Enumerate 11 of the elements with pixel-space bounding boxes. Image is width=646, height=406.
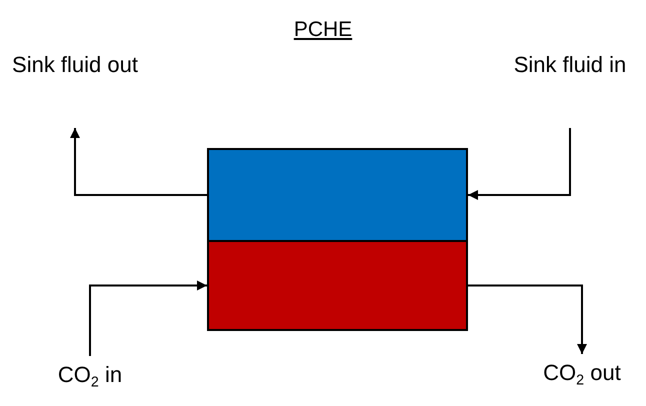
flow-label: CO$_{2}$ in xyxy=(30,356,150,398)
flow-label: Sink fluid out xyxy=(10,46,140,128)
flow-label: CO$_{2}$ out xyxy=(512,354,646,396)
arrow xyxy=(468,284,587,354)
arrow xyxy=(70,128,207,196)
exchanger-block xyxy=(207,148,468,242)
arrow xyxy=(468,128,571,200)
flow-label: Sink fluid in xyxy=(505,46,635,128)
arrow xyxy=(89,280,207,356)
exchanger-block xyxy=(207,240,468,331)
diagram-title: PCHE xyxy=(294,18,352,41)
